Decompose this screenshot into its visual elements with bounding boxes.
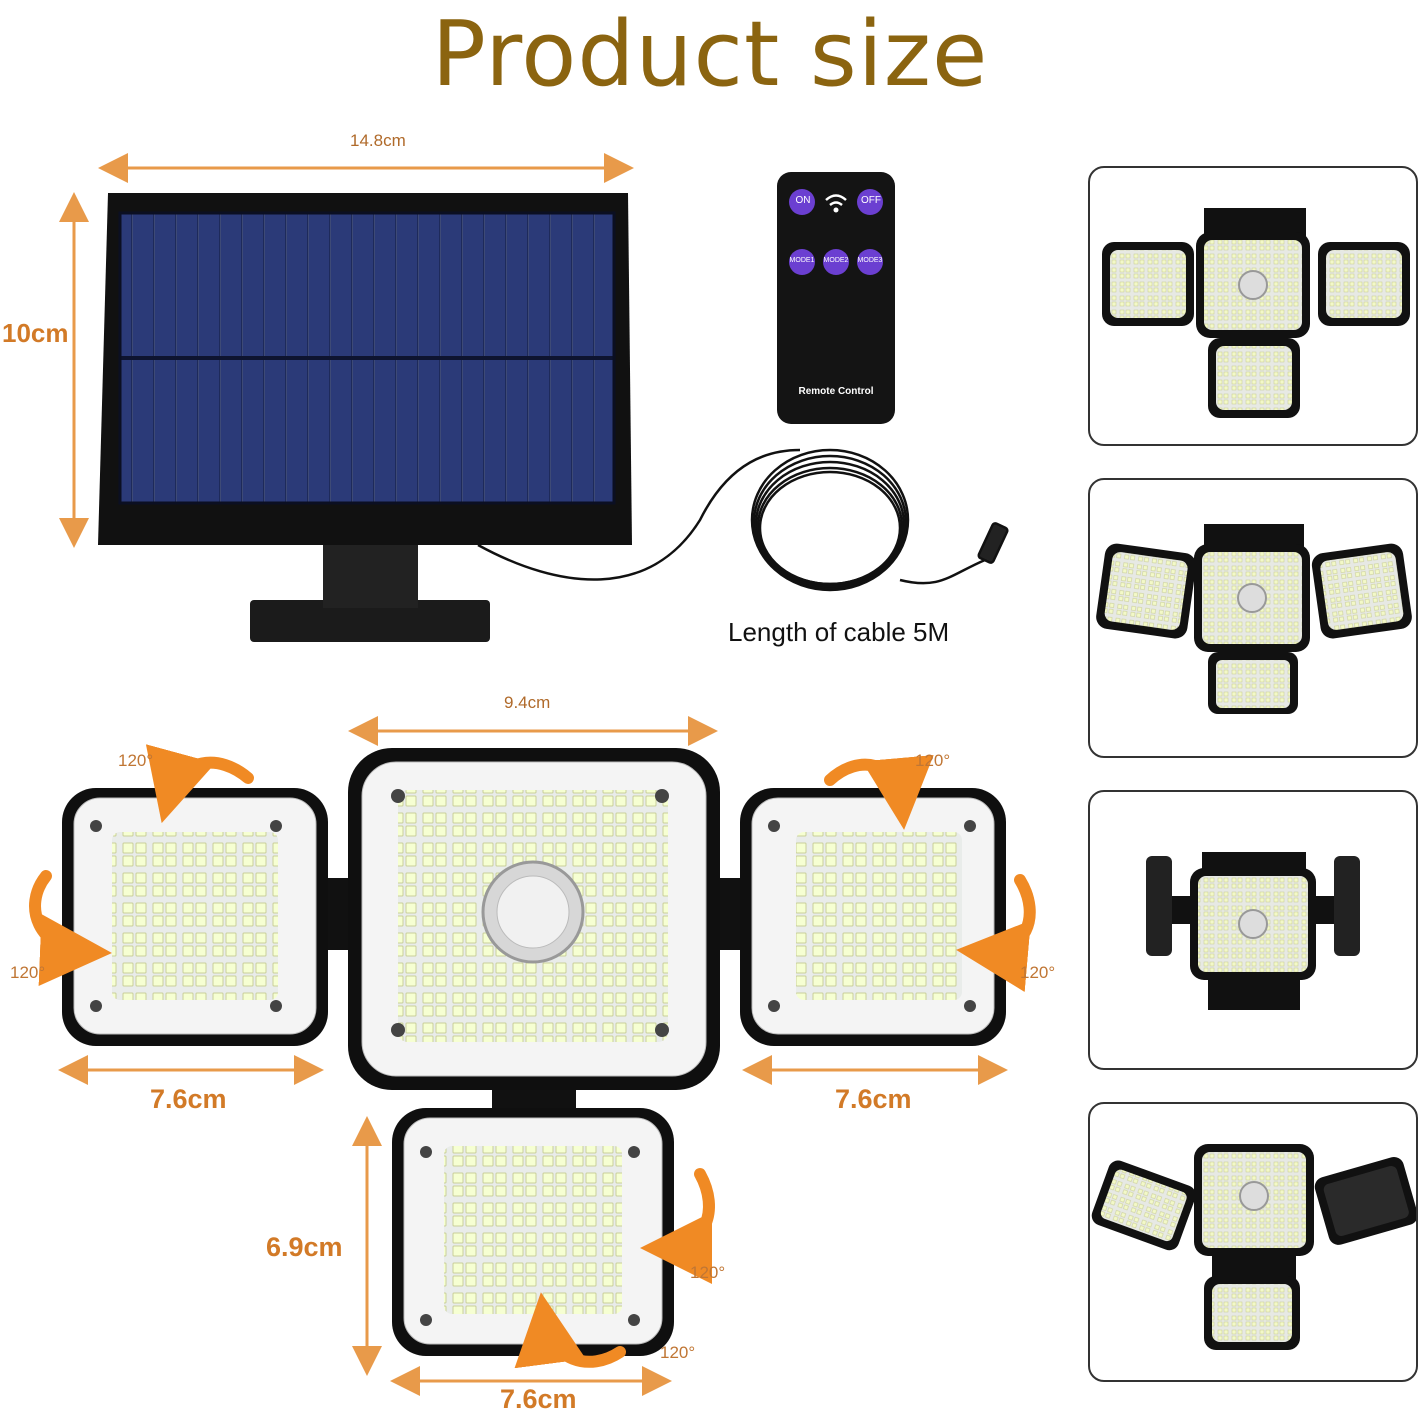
remote-mode2-button: MODE2 <box>823 257 849 264</box>
angle-label-right-top: 120° <box>915 751 951 770</box>
angle-label-bottom-low: 120° <box>660 1343 696 1362</box>
remote-mode1-button: MODE1 <box>789 257 815 264</box>
right-width-label: 7.6cm <box>835 1084 912 1114</box>
remote-control <box>777 172 895 424</box>
solar-height-label: 10cm <box>2 318 69 348</box>
cable-length-label: Length of cable 5M <box>728 617 950 647</box>
remote-label: Remote Control <box>798 386 874 397</box>
remote-off-button: OFF <box>861 195 881 206</box>
angle-label-right-side: 120° <box>1020 963 1056 982</box>
left-width-label: 7.6cm <box>150 1084 227 1114</box>
lamp-left <box>62 788 353 1046</box>
bottom-width-label: 7.6cm <box>500 1384 577 1414</box>
solar-width-label: 14.8cm <box>350 131 406 150</box>
remote-on-button: ON <box>795 195 811 206</box>
center-width-label: 9.4cm <box>504 693 551 712</box>
page-title: Product size <box>431 2 989 107</box>
remote-mode3-button: MODE3 <box>857 257 883 264</box>
angle-label-bottom-side: 120° <box>690 1263 726 1282</box>
solar-panel <box>98 193 632 642</box>
angle-label-left-side: 120° <box>10 963 46 982</box>
lamp-center <box>348 748 720 1116</box>
rotation-arrows <box>29 744 1036 1369</box>
angle-label-left-top: 120° <box>118 751 154 770</box>
lamp-right <box>716 788 1006 1046</box>
lamp-bottom <box>392 1108 674 1356</box>
variant-view-1 <box>1088 166 1418 446</box>
cable <box>477 448 1009 592</box>
variant-view-4 <box>1088 1102 1418 1382</box>
bottom-height-label: 6.9cm <box>266 1232 343 1262</box>
variant-view-3 <box>1088 790 1418 1070</box>
variant-view-2 <box>1088 478 1418 758</box>
